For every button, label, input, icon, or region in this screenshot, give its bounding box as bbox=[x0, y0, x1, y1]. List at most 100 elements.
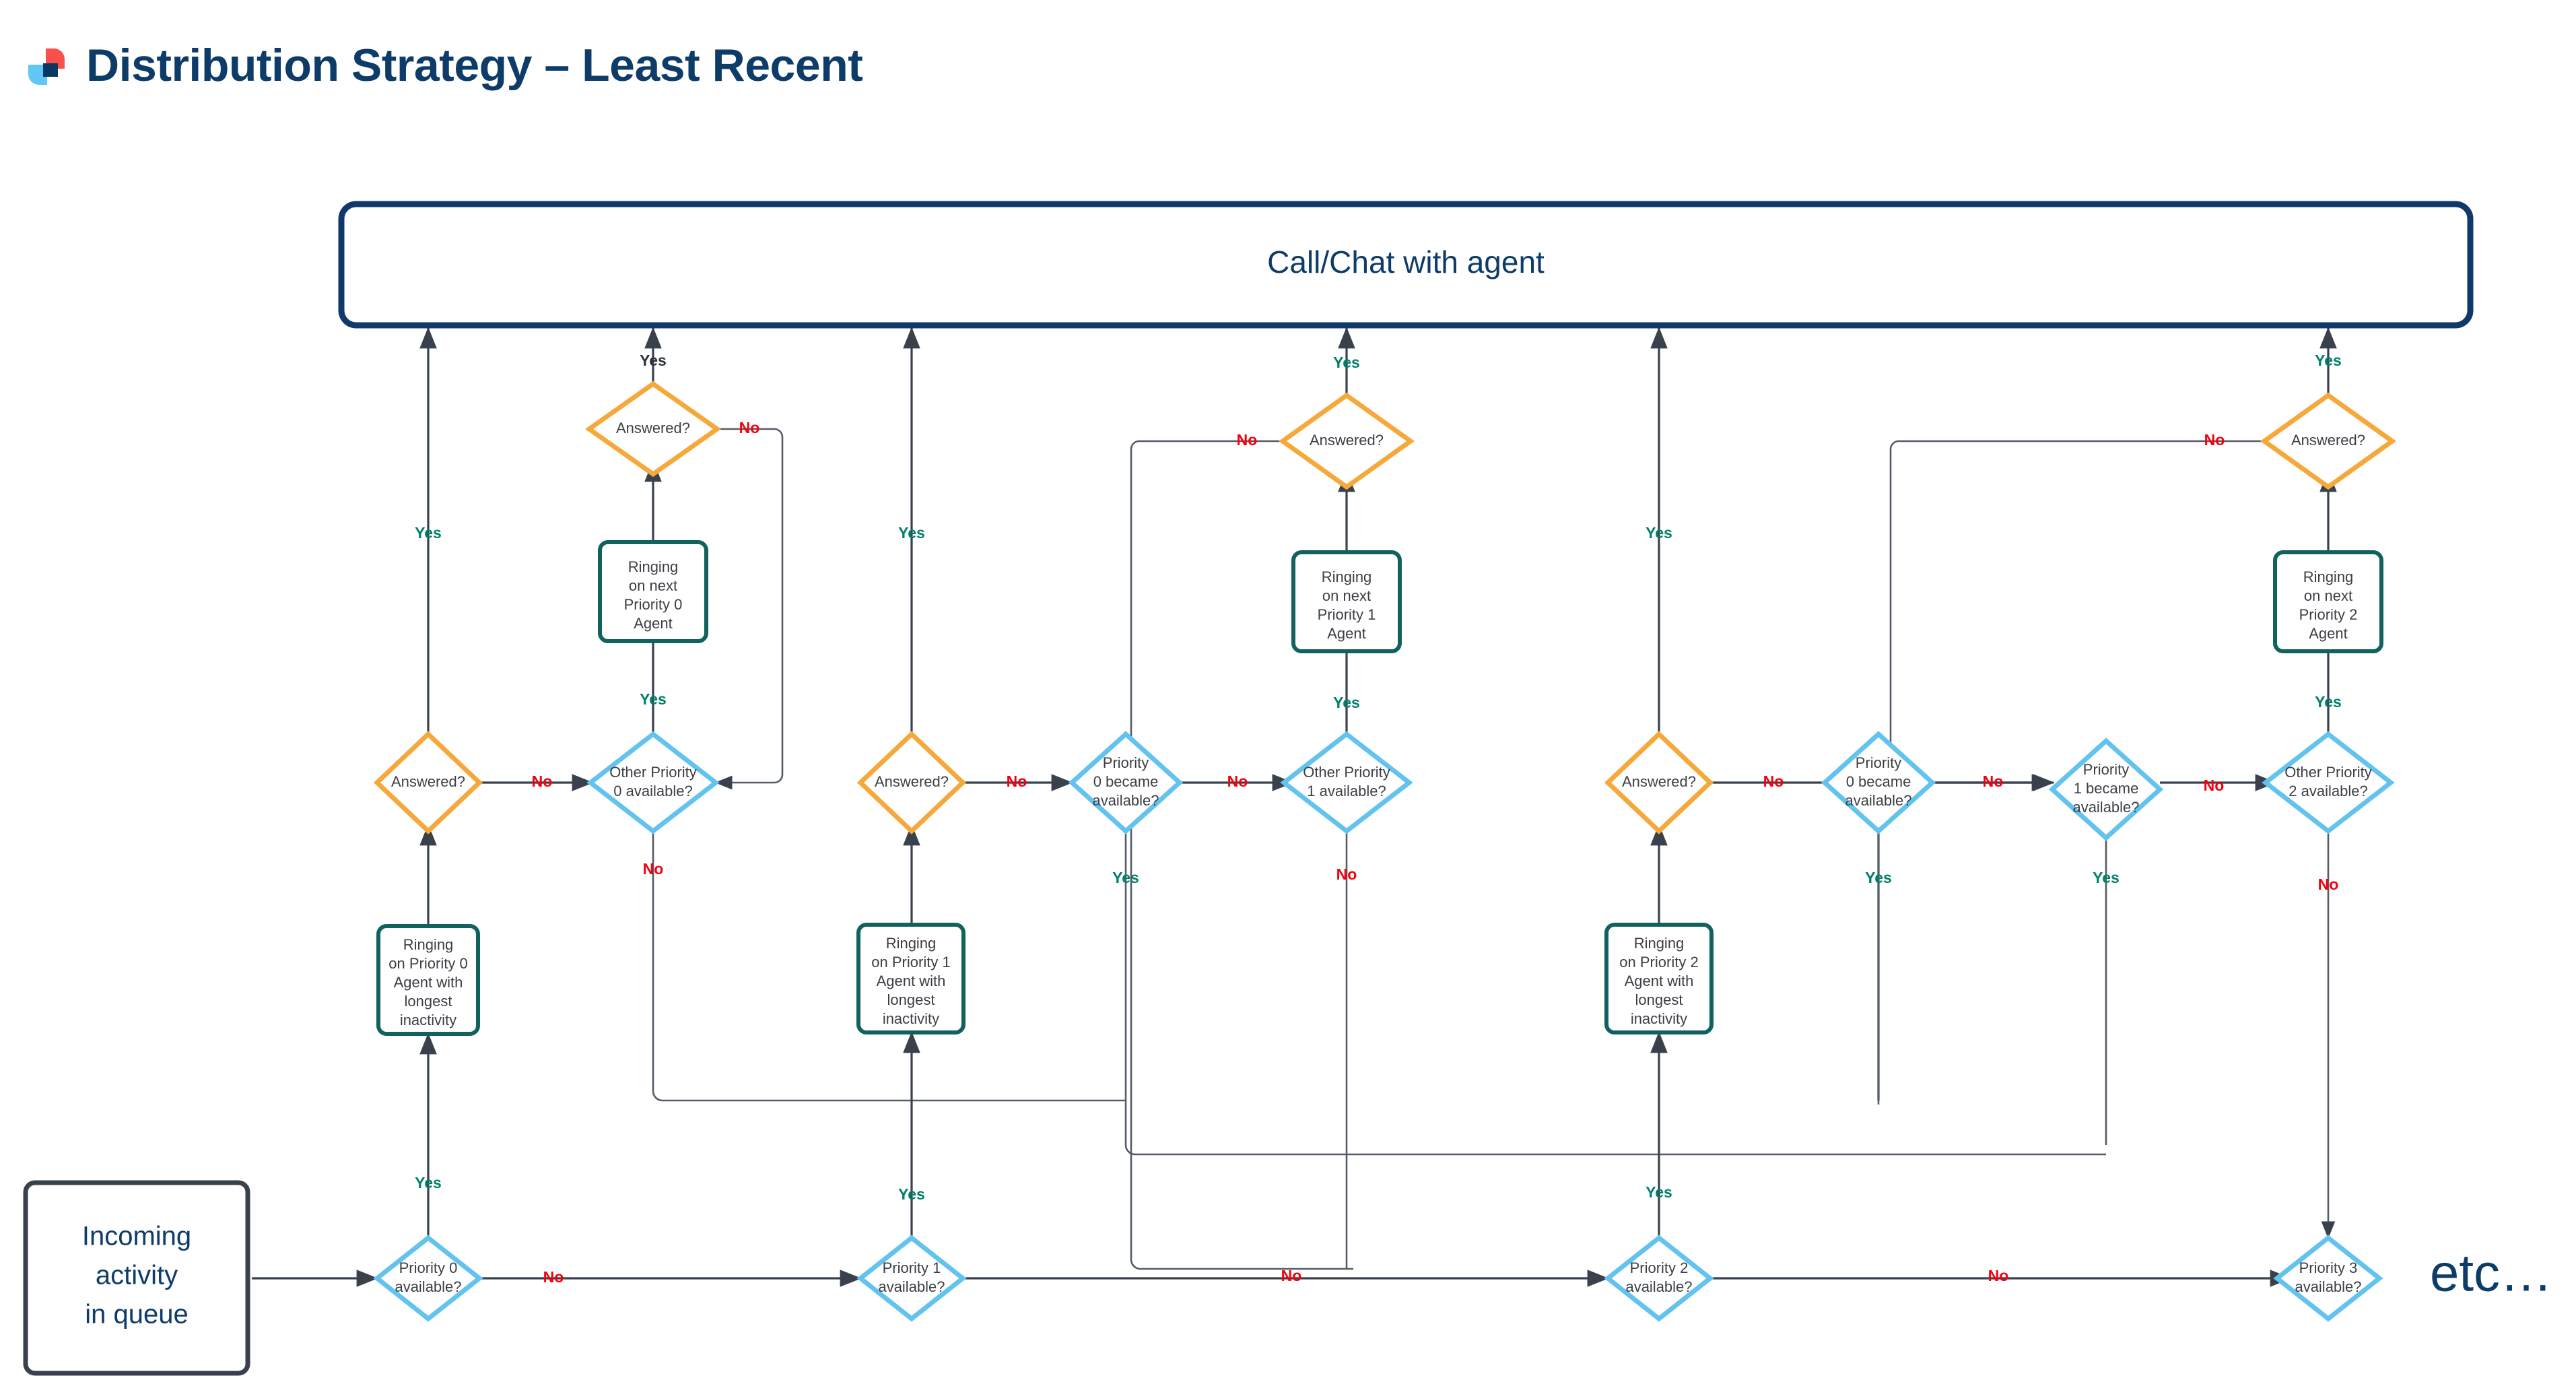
node-answered-2b[interactable]: Answered? bbox=[2260, 392, 2397, 490]
p1-line-1: Priority 1 bbox=[883, 1259, 941, 1276]
node-answered-1b[interactable]: Answered? bbox=[1278, 392, 1415, 490]
edge-became0a-yes-rail bbox=[1124, 831, 2106, 1156]
next0-line-3: Priority 0 bbox=[624, 596, 683, 613]
node-answered-1[interactable]: Answered? bbox=[856, 731, 967, 834]
next2-line-3: Priority 2 bbox=[2299, 606, 2358, 623]
etc-marker: etc… bbox=[2430, 1243, 2552, 1303]
p0-line-1: Priority 0 bbox=[399, 1259, 458, 1276]
node-answered-0b[interactable]: Answered? bbox=[584, 381, 722, 478]
edge-ans0b-no-loop bbox=[714, 428, 784, 790]
next0-line-2: on next bbox=[629, 577, 677, 594]
node-answered-2[interactable]: Answered? bbox=[1604, 731, 1714, 834]
ans0b-label: Answered? bbox=[616, 420, 690, 436]
label-no-ans2b: No bbox=[2204, 431, 2225, 449]
label-yes-other0: Yes bbox=[640, 690, 667, 708]
node-priority-3-available[interactable]: Priority 3 available? bbox=[2273, 1235, 2383, 1322]
ring1-line-5: inactivity bbox=[883, 1010, 939, 1027]
became0b-line-3: available? bbox=[1845, 792, 1911, 809]
next1-line-4: Agent bbox=[1327, 625, 1366, 642]
ans1-label: Answered? bbox=[875, 773, 949, 790]
connector-layer bbox=[252, 327, 2337, 1287]
ring0-line-5: inactivity bbox=[400, 1012, 456, 1028]
p1-line-2: available? bbox=[878, 1278, 945, 1295]
node-next-priority-0[interactable]: Ringing on next Priority 0 Agent bbox=[598, 540, 708, 643]
node-next-priority-2[interactable]: Ringing on next Priority 2 Agent bbox=[2273, 550, 2383, 653]
label-no-ans1: No bbox=[1007, 773, 1027, 790]
next1-line-1: Ringing bbox=[1322, 568, 1372, 585]
edge-ans1b-no-loop bbox=[1130, 440, 1353, 1270]
ring1-line-1: Ringing bbox=[886, 935, 937, 952]
other1-line-1: Other Priority bbox=[1303, 764, 1390, 781]
page-header: Distribution Strategy – Least Recent bbox=[0, 0, 2576, 135]
ring0-line-1: Ringing bbox=[403, 936, 454, 953]
ring2-line-4: longest bbox=[1635, 991, 1683, 1008]
became0a-line-1: Priority bbox=[1103, 754, 1149, 771]
other0-line-1: Other Priority bbox=[609, 764, 697, 781]
edge-ans2b-no-loop bbox=[1889, 440, 2277, 768]
node-priority-1-available[interactable]: Priority 1 available? bbox=[856, 1235, 967, 1322]
label-no-p2: No bbox=[1988, 1267, 2009, 1284]
node-became-priority-1-b[interactable]: Priority 1 became available? bbox=[2048, 737, 2164, 841]
node-other-priority-1[interactable]: Other Priority 1 available? bbox=[1280, 731, 1413, 834]
ring1-line-3: Agent with bbox=[877, 973, 946, 989]
label-yes-p2: Yes bbox=[1646, 1183, 1672, 1201]
node-became-priority-0-b[interactable]: Priority 0 became available? bbox=[1821, 731, 1936, 834]
label-no-ans1b: No bbox=[1237, 431, 1258, 449]
label-yes-p0: Yes bbox=[415, 1174, 442, 1191]
next1-line-3: Priority 1 bbox=[1318, 606, 1376, 623]
label-no-became0a: No bbox=[1227, 773, 1248, 790]
label-no-p1: No bbox=[1281, 1267, 1302, 1284]
label-no-ans2: No bbox=[1763, 773, 1784, 790]
became1b-line-1: Priority bbox=[2083, 761, 2129, 778]
edge-label-layer: Yes Yes Yes Yes Yes Yes Yes Yes Yes Yes … bbox=[415, 352, 2342, 1286]
next2-line-4: Agent bbox=[2309, 625, 2348, 642]
page-title: Distribution Strategy – Least Recent bbox=[86, 40, 863, 91]
node-answered-0[interactable]: Answered? bbox=[373, 731, 483, 834]
p0-line-2: available? bbox=[395, 1278, 461, 1295]
ring2-line-3: Agent with bbox=[1625, 973, 1694, 989]
node-ringing-priority-1[interactable]: Ringing on Priority 1 Agent with longest… bbox=[856, 923, 965, 1034]
node-priority-2-available[interactable]: Priority 2 available? bbox=[1604, 1235, 1714, 1322]
next2-line-1: Ringing bbox=[2303, 568, 2354, 585]
label-yes-ans0b: Yes bbox=[640, 352, 667, 369]
ring0-line-3: Agent with bbox=[394, 974, 463, 991]
other2-line-2: 2 available? bbox=[2289, 783, 2367, 799]
label-yes-became1b: Yes bbox=[2093, 869, 2120, 886]
ans1b-label: Answered? bbox=[1310, 432, 1384, 449]
p2-line-2: available? bbox=[1625, 1278, 1692, 1295]
node-incoming-activity[interactable]: Incoming activity in queue bbox=[23, 1180, 250, 1376]
ans2-label: Answered? bbox=[1622, 773, 1696, 790]
ring2-line-1: Ringing bbox=[1634, 935, 1685, 952]
ring2-line-2: on Priority 2 bbox=[1619, 954, 1698, 971]
ring2-line-5: inactivity bbox=[1631, 1010, 1687, 1027]
node-call-chat-banner[interactable]: Call/Chat with agent bbox=[338, 201, 2474, 329]
label-no-became1b: No bbox=[2204, 777, 2225, 794]
label-no-other0: No bbox=[643, 860, 664, 878]
became0a-line-3: available? bbox=[1092, 792, 1159, 809]
next2-line-2: on next bbox=[2304, 587, 2352, 604]
label-no-ans0: No bbox=[532, 773, 553, 790]
next0-line-4: Agent bbox=[634, 615, 673, 632]
node-priority-0-available[interactable]: Priority 0 available? bbox=[373, 1235, 483, 1322]
p2-line-1: Priority 2 bbox=[1630, 1259, 1689, 1276]
p3-line-1: Priority 3 bbox=[2299, 1259, 2358, 1276]
other1-line-2: 1 available? bbox=[1307, 783, 1386, 799]
node-became-priority-0-a[interactable]: Priority 0 became available? bbox=[1068, 731, 1184, 834]
became1b-line-2: 1 became bbox=[2074, 780, 2139, 797]
ring1-line-4: longest bbox=[887, 991, 935, 1008]
next1-line-2: on next bbox=[1322, 587, 1371, 604]
label-yes-ans2-banner: Yes bbox=[1646, 524, 1672, 541]
next0-line-1: Ringing bbox=[628, 558, 679, 575]
ring1-line-2: on Priority 1 bbox=[871, 954, 950, 971]
node-other-priority-0[interactable]: Other Priority 0 available? bbox=[586, 731, 720, 834]
node-ringing-priority-0[interactable]: Ringing on Priority 0 Agent with longest… bbox=[376, 924, 480, 1036]
edge-other0-no-rail bbox=[652, 831, 1126, 1102]
label-no-became0b: No bbox=[1983, 773, 2004, 790]
label-yes-ans0-banner: Yes bbox=[415, 524, 442, 541]
node-other-priority-2[interactable]: Other Priority 2 available? bbox=[2262, 731, 2395, 834]
node-next-priority-1[interactable]: Ringing on next Priority 1 Agent bbox=[1291, 550, 1402, 653]
node-ringing-priority-2[interactable]: Ringing on Priority 2 Agent with longest… bbox=[1604, 923, 1714, 1034]
became0b-line-1: Priority bbox=[1856, 754, 1901, 771]
label-yes-other1: Yes bbox=[1333, 694, 1360, 711]
